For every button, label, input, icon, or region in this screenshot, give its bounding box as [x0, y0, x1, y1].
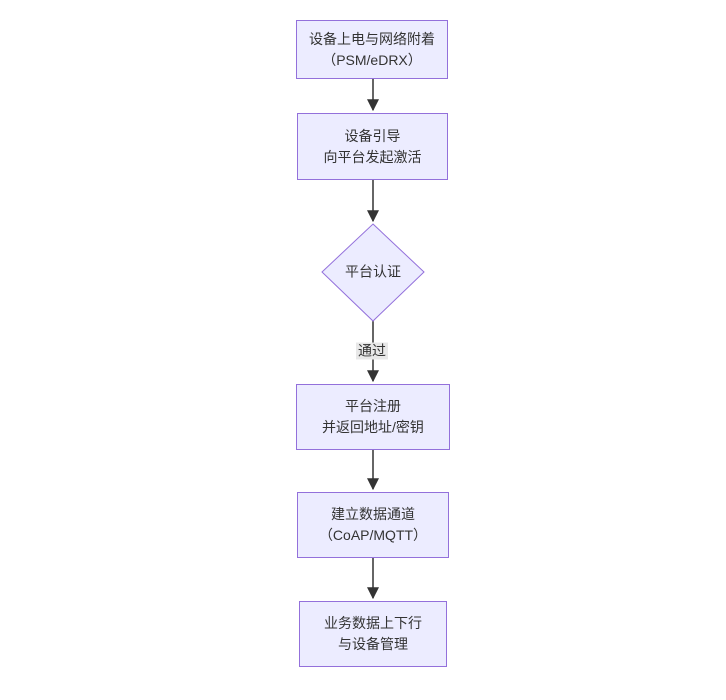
- node-label-line: 业务数据上下行: [324, 615, 422, 631]
- node-label-line: （CoAP/MQTT）: [318, 527, 428, 543]
- flow-node-data-channel: 建立数据通道 （CoAP/MQTT）: [297, 492, 449, 558]
- flow-node-power-attach: 设备上电与网络附着 （PSM/eDRX）: [296, 20, 448, 79]
- flow-node-platform-register: 平台注册 并返回地址/密钥: [296, 384, 450, 450]
- flow-node-business-data: 业务数据上下行 与设备管理: [299, 601, 447, 667]
- node-label-line: 并返回地址/密钥: [322, 419, 424, 435]
- node-label-line: 建立数据通道: [331, 506, 415, 522]
- node-label-line: 平台注册: [345, 398, 401, 414]
- node-label-line: 与设备管理: [338, 636, 408, 652]
- node-label-line: 设备引导: [344, 127, 401, 144]
- flow-node-device-bootstrap: 设备引导 向平台发起激活: [297, 113, 448, 180]
- node-label-line: 向平台发起激活: [323, 148, 422, 165]
- decision-diamond-shape: [321, 223, 425, 322]
- node-label-line: （PSM/eDRX）: [322, 51, 422, 68]
- flow-node-platform-auth-label: 平台认证: [345, 263, 401, 280]
- node-label-line: 设备上电与网络附着: [309, 30, 435, 47]
- edge-label-pass: 通过: [356, 342, 388, 360]
